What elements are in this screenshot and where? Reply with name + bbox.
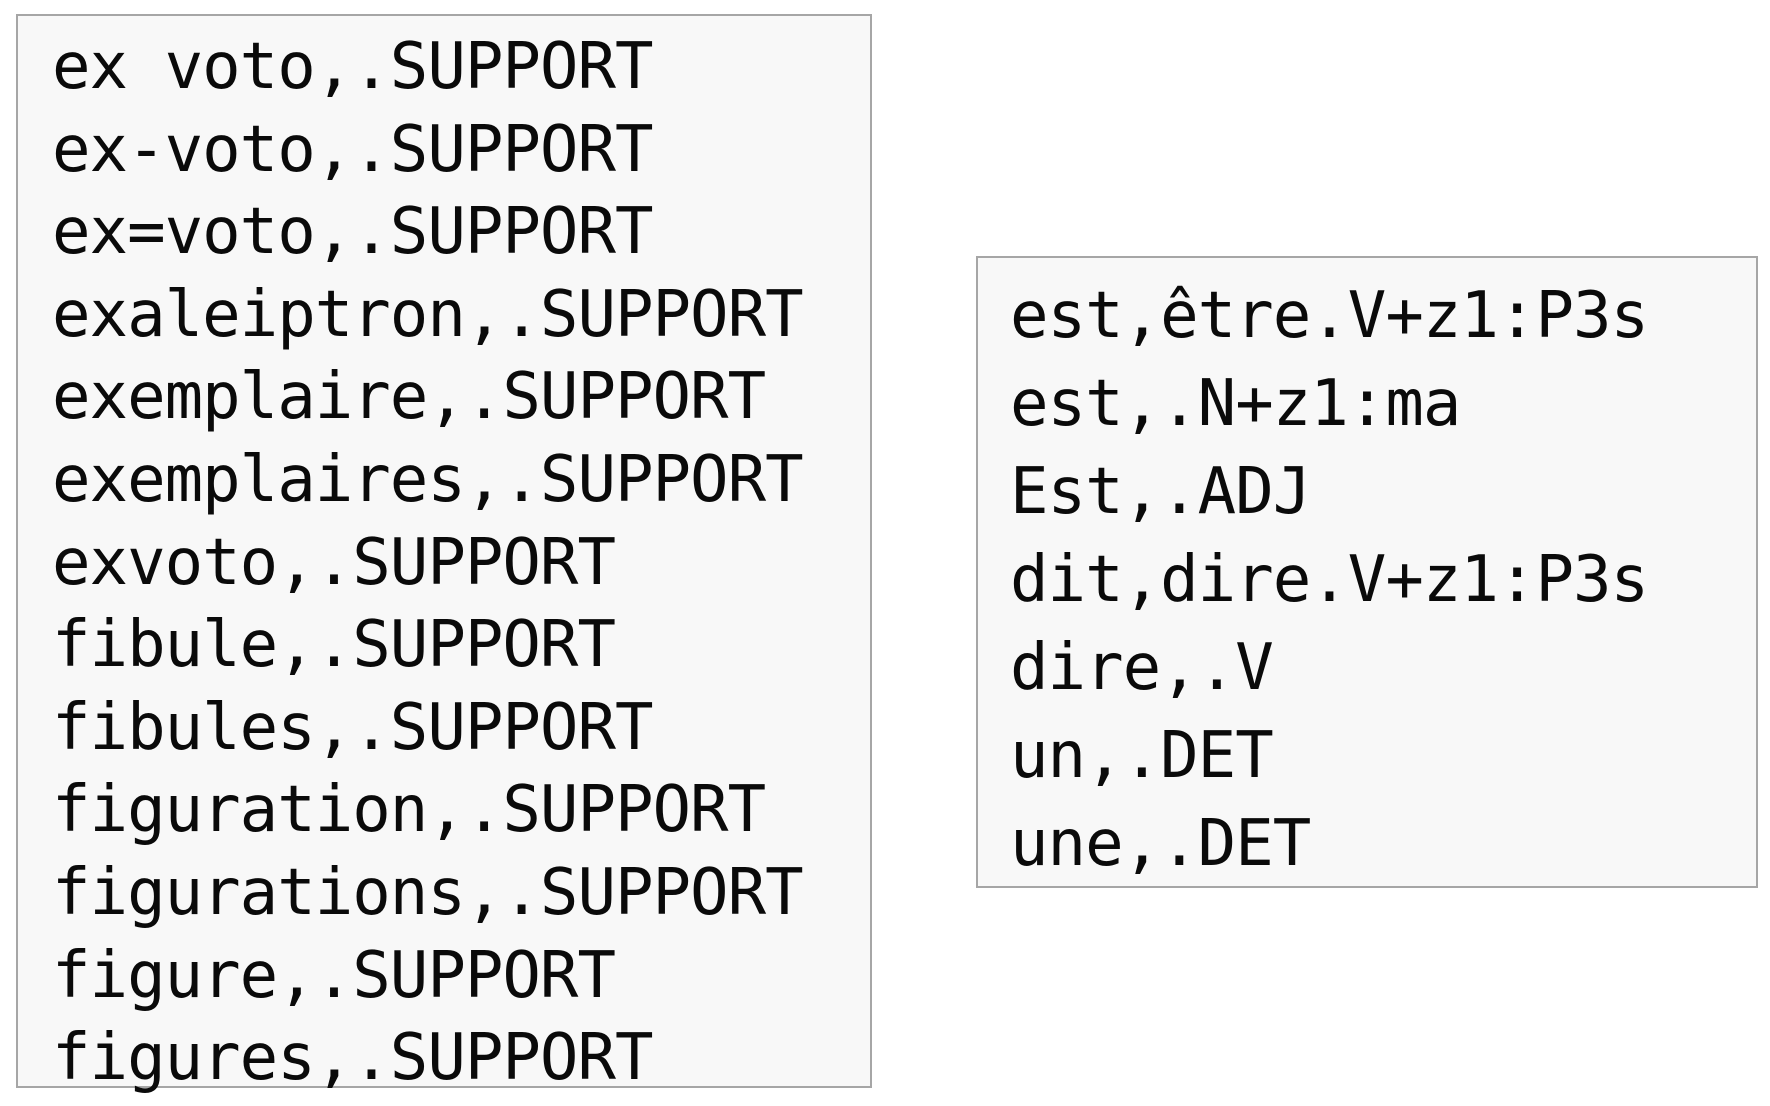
dictionary-entries-panel-left: ex voto,.SUPPORT ex-voto,.SUPPORT ex=vot…	[16, 14, 872, 1095]
dictionary-entry: Est,.ADJ	[1010, 455, 1311, 529]
dictionary-entry: est,.N+z1:ma	[1010, 367, 1461, 441]
dictionary-entry: ex voto,.SUPPORT	[52, 30, 654, 104]
dictionary-entry: dire,.V	[1010, 631, 1274, 705]
dictionary-entries-panel-right: est,être.V+z1:P3s est,.N+z1:ma Est,.ADJ …	[976, 256, 1758, 888]
dictionary-entry: est,être.V+z1:P3s	[1010, 279, 1649, 353]
dictionary-entry: exvoto,.SUPPORT	[52, 525, 616, 600]
dictionary-entry: figurations,.SUPPORT	[52, 855, 804, 930]
dictionary-entry: ex=voto,.SUPPORT	[52, 195, 654, 270]
dictionary-entry: fibule,.SUPPORT	[52, 608, 616, 683]
dictionary-entry: un,.DET	[1010, 719, 1274, 793]
dictionary-entry: dit,dire.V+z1:P3s	[1010, 543, 1649, 617]
dictionary-entry: exemplaires,.SUPPORT	[52, 442, 804, 517]
dictionary-entry: ex-voto,.SUPPORT	[52, 112, 654, 187]
dictionary-entry: une,.DET	[1010, 807, 1311, 881]
dictionary-entry: fibules,.SUPPORT	[52, 690, 654, 765]
dictionary-entry: figures,.SUPPORT	[52, 1021, 654, 1096]
dictionary-entry: exaleiptron,.SUPPORT	[52, 277, 804, 352]
dictionary-entry: figuration,.SUPPORT	[52, 773, 766, 848]
dictionary-entry: figure,.SUPPORT	[52, 938, 616, 1013]
dictionary-entry: exemplaire,.SUPPORT	[52, 360, 766, 435]
